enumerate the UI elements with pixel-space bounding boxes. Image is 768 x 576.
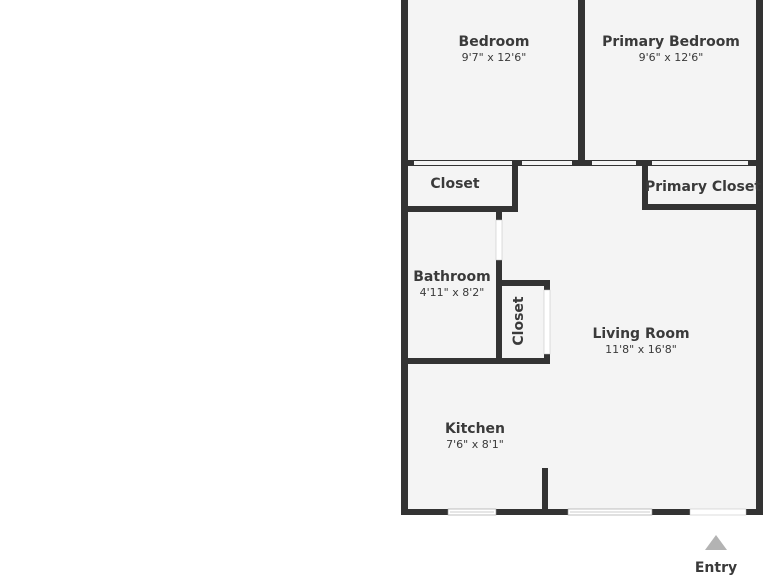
room-name-closet: Closet (430, 176, 480, 192)
wall-closet-bottom (404, 206, 518, 212)
wall-bedroom-divider (578, 0, 585, 166)
wall-closet-right (512, 160, 518, 212)
room-dims-bedroom: 9'7" x 12'6" (462, 51, 527, 64)
wall-left (401, 0, 408, 515)
room-name-living-room: Living Room (592, 326, 689, 342)
room-name-bathroom: Bathroom (413, 269, 491, 285)
window-bathroom (495, 219, 503, 261)
wall-right (756, 0, 763, 515)
entry-door (689, 508, 747, 516)
room-name-primary-closet: Primary Closet (645, 179, 761, 195)
room-name-bedroom: Bedroom (459, 34, 530, 50)
entry-arrow-icon (705, 535, 727, 550)
room-dims-primary-bedroom: 9'6" x 12'6" (639, 51, 704, 64)
room-name-primary-bedroom: Primary Bedroom (602, 34, 740, 50)
wall-bathroom-right (496, 212, 502, 364)
door-opening (652, 161, 748, 165)
wall-bedrooms-bottom (404, 160, 760, 166)
wall-small-closet-top (496, 280, 550, 286)
entry-label: Entry (695, 560, 737, 576)
small-closet-door (543, 289, 551, 355)
door-opening (414, 161, 514, 165)
wall-primary-closet-left (642, 160, 648, 210)
room-dims-kitchen: 7'6" x 8'1" (446, 438, 504, 451)
wall-kitchen-partial (542, 468, 548, 512)
room-dims-living-room: 11'8" x 16'8" (605, 343, 677, 356)
door-opening (522, 161, 572, 165)
room-name-small-closet: Closet (511, 296, 527, 346)
room-dims-bathroom: 4'11" x 8'2" (420, 286, 485, 299)
door-opening (592, 161, 636, 165)
wall-bathroom-bottom (404, 358, 550, 364)
wall-primary-closet-bottom (642, 204, 760, 210)
room-name-kitchen: Kitchen (445, 421, 505, 437)
